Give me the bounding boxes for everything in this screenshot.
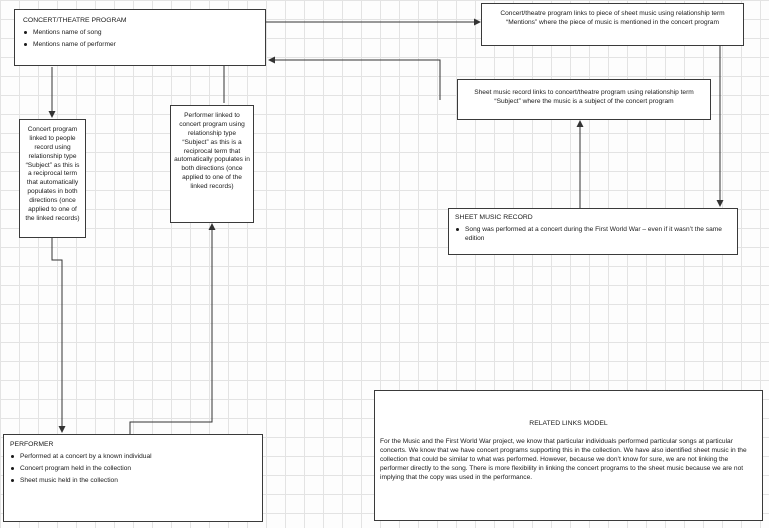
performer-bullet: Performed at a concert by a known indivi…	[11, 453, 256, 462]
performer-concert-link-note: Performer linked to concert program usin…	[170, 105, 254, 223]
concert-program-bullet: Mentions name of performer	[24, 41, 257, 50]
related-links-model-title: RELATED LINKS MODEL	[529, 420, 608, 427]
sheet-music-record-bullets: Song was performed at a concert during t…	[455, 226, 731, 244]
mentions-link-text: Concert/theatre program links to piece o…	[500, 10, 725, 26]
performer-bullet: Concert program held in the collection	[11, 465, 256, 474]
performer-concert-link-text: Performer linked to concert program usin…	[174, 112, 250, 191]
concert-program-bullet: Mentions name of song	[24, 29, 257, 38]
arrow-people-note-to-performer	[51, 238, 66, 433]
related-links-model-box: RELATED LINKS MODEL For the Music and th…	[374, 390, 763, 521]
arrow-performer-to-performer-note	[129, 223, 216, 434]
subject-link-note: Sheet music record links to concert/thea…	[457, 79, 711, 120]
concert-program-bullets: Mentions name of song Mentions name of p…	[23, 29, 257, 50]
performer-title: PERFORMER	[10, 441, 54, 448]
subject-link-text: Sheet music record links to concert/thea…	[474, 89, 694, 105]
concert-people-link-note: Concert program linked to people record …	[19, 119, 86, 238]
performer-box: PERFORMER Performed at a concert by a kn…	[3, 434, 263, 522]
concert-program-box: CONCERT/THEATRE PROGRAM Mentions name of…	[14, 9, 266, 66]
performer-bullet: Sheet music held in the collection	[11, 477, 256, 486]
concert-people-link-text: Concert program linked to people record …	[25, 126, 80, 222]
sheet-music-record-title: SHEET MUSIC RECORD	[455, 214, 533, 221]
arrow-subject-note-to-concert	[268, 56, 441, 100]
concert-program-title: CONCERT/THEATRE PROGRAM	[23, 17, 127, 24]
mentions-link-note: Concert/theatre program links to piece o…	[481, 3, 744, 46]
performer-bullets: Performed at a concert by a known indivi…	[10, 453, 256, 486]
sheet-music-record-box: SHEET MUSIC RECORD Song was performed at…	[448, 208, 738, 255]
related-links-model-body: For the Music and the First World War pr…	[380, 438, 747, 481]
sheet-music-record-bullet: Song was performed at a concert during t…	[456, 226, 731, 244]
